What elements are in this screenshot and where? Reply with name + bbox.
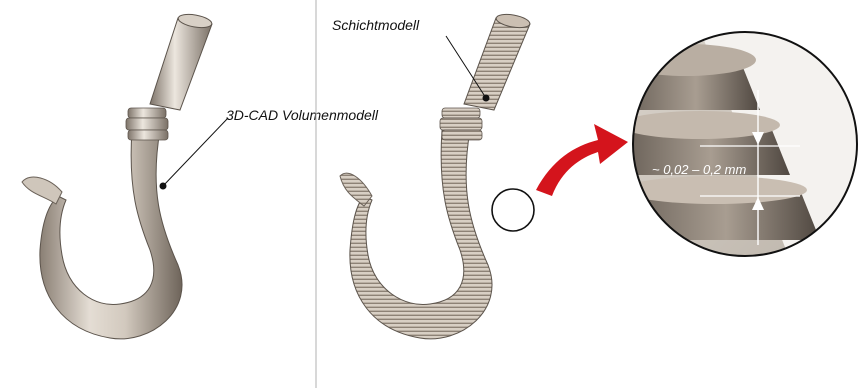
layer-model-dot (483, 95, 490, 102)
cad-volume-hook (22, 12, 213, 339)
layer-thickness-label: ~ 0,02 – 0,2 mm (652, 162, 746, 177)
zoom-detail (616, 30, 858, 260)
red-curved-arrow (536, 124, 628, 196)
volume-model-dot (160, 183, 167, 190)
layered-hook (340, 12, 531, 339)
volume-model-label: 3D-CAD Volumenmodell (226, 107, 379, 123)
layer-model-label: Schichtmodell (332, 17, 420, 33)
volume-model-leader (163, 118, 228, 186)
detail-selection-circle (492, 189, 534, 231)
